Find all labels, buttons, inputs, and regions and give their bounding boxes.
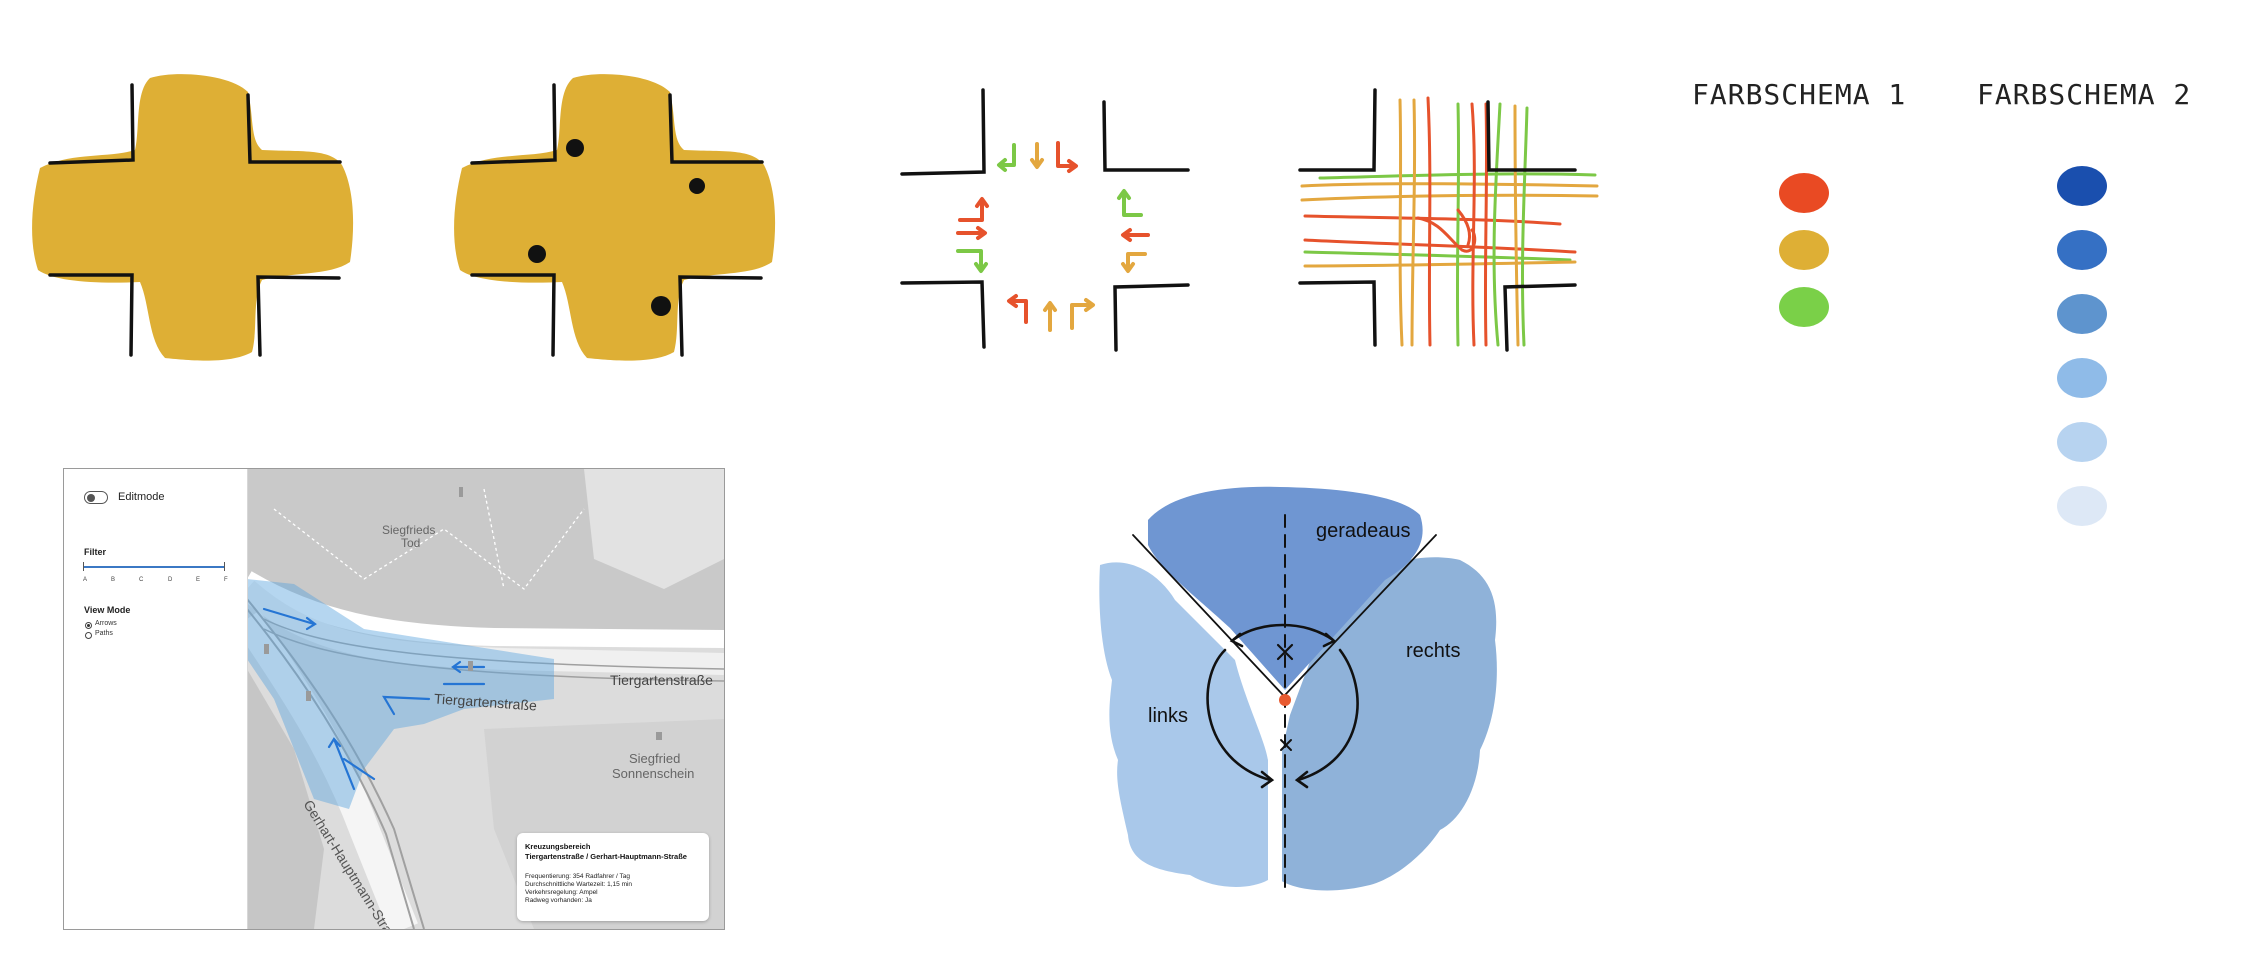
accident-dot <box>528 245 546 263</box>
filter-tick: E <box>196 577 201 583</box>
arrow-icon <box>1043 301 1057 332</box>
filter-slider-handle[interactable] <box>83 562 84 571</box>
region-geradeaus <box>1148 486 1423 690</box>
color-swatch <box>2057 358 2107 398</box>
arrow-icon <box>1070 298 1095 330</box>
arrow-icon <box>1030 142 1044 169</box>
radio-arrows[interactable] <box>85 622 92 629</box>
arrow-icon <box>956 249 988 273</box>
info-line: Radweg vorhanden: Ja <box>525 897 592 904</box>
color-swatch <box>1779 287 1829 327</box>
map-block <box>247 669 324 929</box>
curb-lines <box>1298 88 1577 352</box>
info-line: Verkehrsregelung: Ampel <box>525 889 598 896</box>
info-title: Tiergartenstraße / Gerhart-Hauptmann-Str… <box>525 852 687 861</box>
flow-arrows <box>262 607 486 791</box>
color-swatch <box>2057 166 2107 206</box>
curb-lines <box>470 83 764 357</box>
traffic-area-blob <box>32 74 354 361</box>
map-poi-label: Sonnenschein <box>612 766 695 781</box>
arrow-icon <box>1121 228 1150 242</box>
accident-dots <box>528 139 705 316</box>
arrow-icon <box>958 197 989 222</box>
arrow-icon <box>997 143 1016 172</box>
traffic-area-blob <box>454 74 776 361</box>
arrow-icon <box>956 226 987 240</box>
curb-lines <box>900 88 1190 352</box>
label-geradeaus: geradeaus <box>1316 520 1411 542</box>
app-mockup: Siegfrieds Tod Siegfried Sonnenschein Ti… <box>63 468 725 930</box>
filter-tick: C <box>139 577 144 583</box>
info-title: Kreuzungsbereich <box>525 842 591 851</box>
arrow-icon <box>1121 252 1147 273</box>
filter-tick: F <box>224 577 228 583</box>
editmode-label: Editmode <box>118 491 165 503</box>
arrow-icon <box>1056 141 1078 173</box>
color-swatch <box>2057 294 2107 334</box>
map-building <box>584 469 724 589</box>
filter-tick: B <box>111 577 116 583</box>
sidebar: Editmode Filter A B C D E F View Mode Ar… <box>64 469 248 929</box>
map-poi-label: Siegfried <box>629 751 681 766</box>
curb-lines <box>48 83 342 357</box>
accident-dot <box>566 139 584 157</box>
filter-label: Filter <box>84 547 107 557</box>
map-poi-label: Tod <box>401 536 421 550</box>
scheme-1-title: FARBSCHEMA 1 <box>1692 78 1907 111</box>
info-line: Frequentierung: 354 Radfahrer / Tag <box>525 873 631 880</box>
viewmode-label: View Mode <box>84 605 131 615</box>
label-links: links <box>1148 705 1189 727</box>
intersection-highlight <box>247 579 554 809</box>
scheme-2-title: FARBSCHEMA 2 <box>1977 78 2192 111</box>
origin-dot <box>1279 694 1291 706</box>
bus-stop-icons <box>264 487 662 740</box>
arrow-icon <box>1117 189 1143 217</box>
path-lines <box>1300 96 1599 347</box>
turn-arrows <box>956 141 1150 332</box>
filter-tick: A <box>83 577 88 583</box>
accident-dot <box>689 178 705 194</box>
color-swatch <box>2057 230 2107 270</box>
region-links <box>1099 562 1268 887</box>
filter-slider-handle[interactable] <box>224 562 225 571</box>
label-rechts: rechts <box>1406 640 1461 662</box>
filter-slider[interactable] <box>84 566 224 568</box>
radio-arrows-label: Arrows <box>95 620 117 627</box>
accident-dot <box>651 296 671 316</box>
info-line: Durchschnittliche Wartezeit: 1,15 min <box>525 881 633 888</box>
color-swatch <box>1779 230 1829 270</box>
color-swatch <box>2057 486 2107 526</box>
map-poi-label: Siegfrieds <box>382 523 436 537</box>
info-panel: Kreuzungsbereich Tiergartenstraße / Gerh… <box>517 833 709 921</box>
radio-paths-label: Paths <box>95 630 113 637</box>
arrow-icon <box>1007 294 1028 324</box>
map-street-label: Tiergartenstraße <box>610 672 713 688</box>
filter-tick: D <box>168 577 173 583</box>
radio-paths[interactable] <box>85 632 92 639</box>
editmode-toggle[interactable] <box>84 491 108 504</box>
color-swatch <box>1779 173 1829 213</box>
color-swatch <box>2057 422 2107 462</box>
